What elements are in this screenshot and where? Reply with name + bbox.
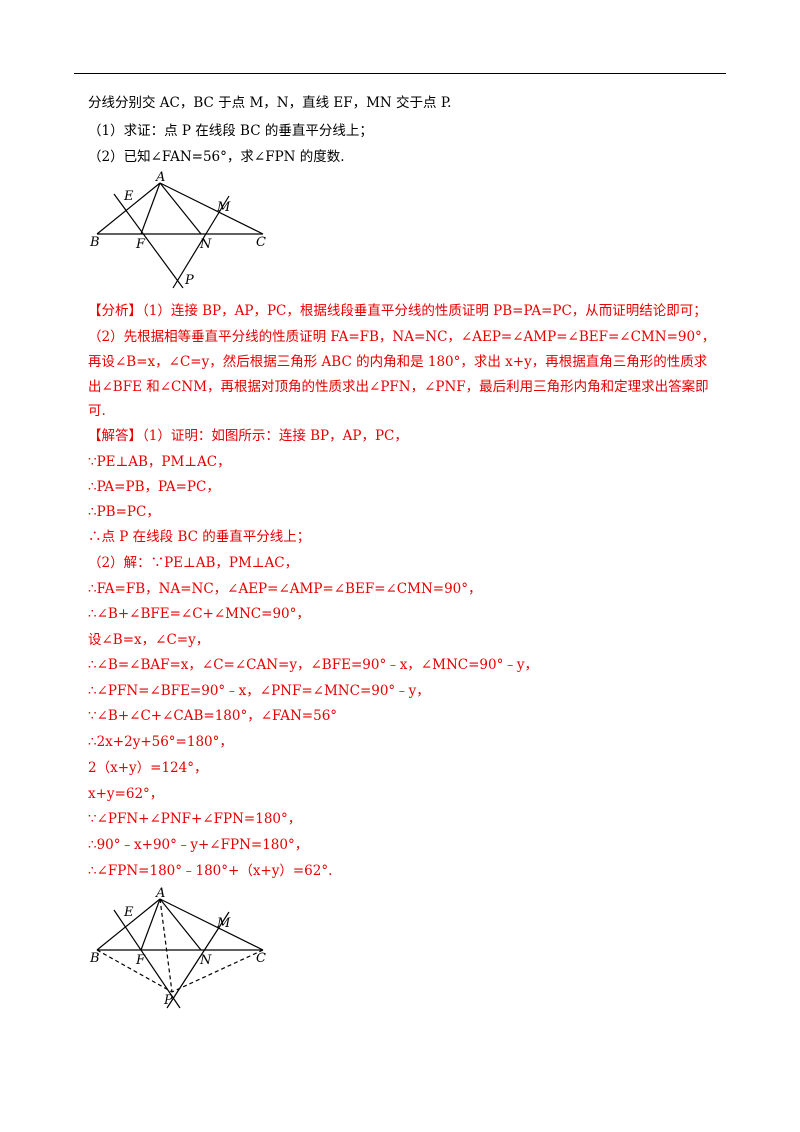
segment-af: [140, 898, 161, 951]
solution-line-16: ∵∠PFN+∠PNF+∠FPN=180°，: [88, 811, 302, 827]
label-a: A: [155, 886, 165, 901]
solution-line-9: 设∠B=x，∠C=y，: [88, 632, 210, 648]
label-e: E: [123, 189, 134, 204]
solution-line-14: 2（x+y）=124°，: [88, 760, 208, 776]
line-mn: [172, 195, 230, 289]
analysis-line-2: （2）先根据相等垂直平分线的性质证明 FA=FB，NA=NC，∠AEP=∠AMP…: [88, 329, 716, 345]
segment-ac: [159, 898, 264, 951]
solution-line-7: ∴FA=FB，NA=NC，∠AEP=∠AMP=∠BEF=∠CMN=90°，: [88, 581, 482, 597]
geometry-figure-1: A E M B F N C P: [89, 170, 266, 289]
label-e: E: [123, 905, 134, 920]
solution-line-15: x+y=62°，: [88, 786, 164, 802]
label-a: A: [155, 170, 165, 185]
label-n: N: [199, 237, 212, 252]
geometry-figure-2: A E M B F N C P: [89, 886, 266, 1009]
segment-ac: [159, 182, 264, 235]
label-c: C: [256, 951, 266, 966]
line-mn: [166, 911, 230, 1009]
segment-an: [159, 182, 202, 235]
problem-line-3: （2）已知∠FAN=56°，求∠FPN 的度数.: [88, 149, 345, 165]
solution-line-2: ∵PE⊥AB，PM⊥AC，: [88, 454, 231, 470]
solution-line-18: ∴∠FPN=180°﹣180°+（x+y）=62°.: [88, 863, 333, 879]
label-m: M: [216, 200, 231, 215]
solution-line-4: ∴PB=PC，: [88, 504, 160, 520]
line-ef: [113, 193, 184, 289]
segment-ba: [96, 182, 161, 235]
analysis-line-3: 再设∠B=x，∠C=y，然后根据三角形 ABC 的内角和是 180°，求出 x+…: [88, 354, 708, 370]
segment-ba: [96, 898, 161, 951]
problem-line-2: （1）求证：点 P 在线段 BC 的垂直平分线上；: [88, 123, 373, 139]
solution-line-5: ∴点 P 在线段 BC 的垂直平分线上；: [88, 529, 311, 545]
label-p: P: [184, 273, 194, 288]
label-c: C: [256, 235, 266, 250]
label-n: N: [199, 953, 212, 968]
solution-line-13: ∴2x+2y+56°=180°，: [88, 734, 233, 750]
segment-an: [159, 898, 202, 951]
label-f: F: [135, 237, 146, 252]
segment-af: [140, 182, 161, 235]
solution-line-10: ∴∠B=∠BAF=x，∠C=∠CAN=y，∠BFE=90°﹣x，∠MNC=90°…: [88, 657, 538, 673]
solution-line-11: ∴∠PFN=∠BFE=90°﹣x，∠PNF=∠MNC=90°﹣y，: [88, 683, 430, 699]
solution-line-1: 【解答】（1）证明：如图所示：连接 BP，AP，PC，: [88, 428, 408, 444]
header-rule: [74, 73, 726, 74]
solution-line-6: （2）解：∵PE⊥AB，PM⊥AC，: [88, 555, 299, 571]
label-p: P: [163, 993, 173, 1008]
label-m: M: [216, 916, 231, 931]
label-b: B: [89, 951, 100, 966]
solution-line-3: ∴PA=PB，PA=PC，: [88, 479, 220, 495]
analysis-line-1: 【分析】（1）连接 BP，AP，PC，根据线段垂直平分线的性质证明 PB=PA=…: [88, 303, 707, 319]
label-f: F: [135, 953, 146, 968]
dashed-segment-bp: [96, 949, 173, 993]
label-b: B: [89, 235, 100, 250]
dashed-segment-ap: [159, 898, 173, 993]
solution-line-17: ∴90°﹣x+90°﹣y+∠FPN=180°，: [88, 837, 309, 853]
problem-line-1: 分线分别交 AC，BC 于点 M，N，直线 EF，MN 交于点 P.: [88, 95, 452, 111]
line-ef: [113, 909, 181, 1009]
solution-line-12: ∵∠B+∠C+∠CAB=180°，∠FAN=56°: [88, 708, 338, 724]
solution-line-8: ∴∠B+∠BFE=∠C+∠MNC=90°，: [88, 606, 310, 622]
analysis-line-5: 可.: [88, 403, 106, 419]
dashed-segment-cp: [171, 949, 264, 993]
analysis-line-4: 出∠BFE 和∠CNM，再根据对顶角的性质求出∠PFN，∠PNF，最后利用三角形…: [88, 379, 709, 395]
